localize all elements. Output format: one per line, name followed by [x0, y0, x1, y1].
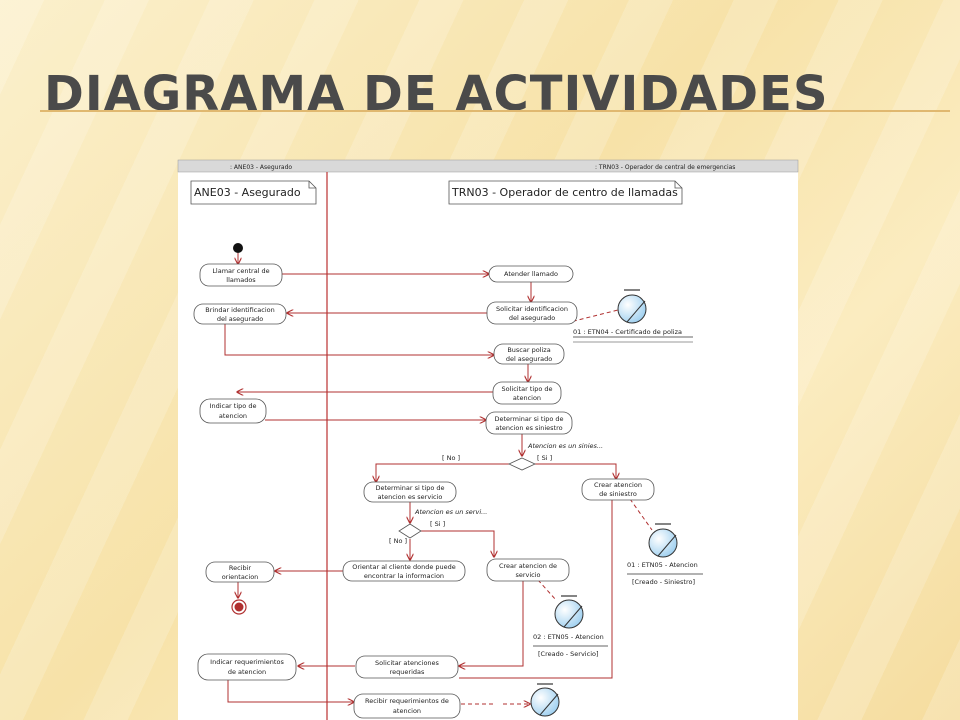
activity-solicitar-tipo: Solicitar tipo de atencion [492, 381, 562, 405]
guard-note-servicio: Atencion es un servi... [414, 508, 487, 516]
entity-name-1: 01 : ETN04 - Certificado de poliza [573, 328, 682, 336]
svg-text:Determinar si tipo de: Determinar si tipo de [376, 484, 445, 492]
title-underline [40, 110, 950, 112]
svg-text:atencion es servicio: atencion es servicio [378, 493, 443, 501]
svg-text:Buscar poliza: Buscar poliza [507, 346, 550, 354]
svg-text:orientacion: orientacion [222, 573, 259, 581]
svg-text:Determinar si tipo de: Determinar si tipo de [495, 415, 564, 423]
final-node [231, 599, 247, 615]
entity-partial [530, 683, 560, 717]
svg-text:Solicitar tipo de: Solicitar tipo de [501, 385, 552, 393]
diagram-canvas [178, 160, 798, 720]
svg-text:atencion: atencion [393, 707, 421, 715]
entity-atencion-siniestro: 01 : ETN05 - Atencion [Creado - Siniestr… [627, 523, 703, 586]
decision-siniestro [508, 457, 536, 471]
activity-recibir-requerimientos: Recibir requerimientos de atencion [353, 693, 461, 719]
slide-title: DIAGRAMA DE ACTIVIDADES [44, 66, 829, 122]
activity-recibir-orientacion: Recibir orientacion [205, 561, 275, 583]
lane-header-left: : ANE03 - Asegurado [230, 164, 292, 171]
lane-header-right: : TRN03 - Operador de central de emergen… [595, 164, 735, 171]
activity-indicar-requerimientos: Indicar requerimientos de atencion [197, 653, 297, 681]
svg-text:del asegurado: del asegurado [509, 314, 555, 322]
svg-text:de atencion: de atencion [228, 668, 266, 676]
entity-state-2: [Creado - Siniestro] [632, 578, 695, 586]
guard-no-2: [ No ] [389, 537, 407, 545]
activity-determinar-servicio: Determinar si tipo de atencion es servic… [363, 481, 457, 503]
svg-text:atencion: atencion [219, 412, 247, 420]
svg-text:Crear atencion de: Crear atencion de [499, 562, 557, 570]
svg-text:del asegurado: del asegurado [217, 315, 263, 323]
decision-servicio [398, 523, 422, 539]
activity-solicitar-atenciones: Solicitar atenciones requeridas [355, 655, 459, 679]
entity-name-2: 01 : ETN05 - Atencion [627, 561, 698, 569]
activity-solicitar-identificacion: Solicitar identificacion del asegurado [486, 301, 578, 325]
entity-atencion-servicio: 02 : ETN05 - Atencion [Creado - Servicio… [533, 595, 608, 658]
svg-text:de siniestro: de siniestro [599, 490, 637, 498]
activity-indicar-tipo: Indicar tipo de atencion [199, 398, 267, 424]
svg-text:Atender llamado: Atender llamado [504, 270, 558, 278]
svg-text:Solicitar atenciones: Solicitar atenciones [375, 659, 439, 667]
svg-text:atencion: atencion [513, 394, 541, 402]
note-left [190, 180, 317, 205]
svg-text:atencion es siniestro: atencion es siniestro [495, 424, 562, 432]
initial-node [233, 243, 243, 253]
activity-orientar-cliente: Orientar al cliente donde puede encontra… [342, 560, 466, 582]
activity-determinar-siniestro: Determinar si tipo de atencion es sinies… [485, 411, 573, 435]
activity-brindar-identificacion: Brindar identificacion del asegurado [193, 303, 287, 325]
note-right [448, 180, 683, 205]
guard-si-2: [ Si ] [430, 520, 445, 528]
svg-text:Orientar al cliente donde pued: Orientar al cliente donde puede [352, 563, 456, 571]
guard-note-siniestro: Atencion es un sinies... [527, 442, 603, 450]
svg-text:del asegurado: del asegurado [506, 355, 552, 363]
activity-crear-atencion-siniestro: Crear atencion de siniestro [581, 478, 655, 501]
svg-text:Indicar tipo de: Indicar tipo de [210, 402, 257, 410]
svg-text:requeridas: requeridas [390, 668, 425, 676]
guard-si-1: [ Si ] [537, 454, 552, 462]
activity-buscar-poliza: Buscar poliza del asegurado [493, 343, 565, 365]
entity-certificado-poliza: 01 : ETN04 - Certificado de poliza [573, 289, 693, 343]
activity-crear-atencion-servicio: Crear atencion de servicio [486, 558, 570, 582]
svg-text:llamados: llamados [226, 276, 256, 284]
entity-name-3: 02 : ETN05 - Atencion [533, 633, 604, 641]
svg-text:Indicar requerimientos: Indicar requerimientos [210, 658, 284, 666]
lane-name-right: TRN03 - Operador de centro de llamadas [451, 186, 678, 199]
svg-text:Brindar identificacion: Brindar identificacion [205, 306, 274, 314]
svg-text:Llamar central de: Llamar central de [212, 267, 269, 275]
lane-name-left: ANE03 - Asegurado [194, 186, 301, 199]
svg-text:encontrar la informacion: encontrar la informacion [364, 572, 444, 580]
entity-state-3: [Creado - Servicio] [538, 650, 599, 658]
activity-llamar-central: Llamar central de llamados [199, 263, 283, 287]
guard-no-1: [ No ] [442, 454, 460, 462]
svg-text:Crear atencion: Crear atencion [594, 481, 642, 489]
svg-text:Recibir: Recibir [229, 564, 252, 572]
svg-text:Recibir requerimientos de: Recibir requerimientos de [365, 697, 449, 705]
activity-atender-llamado: Atender llamado [488, 265, 574, 283]
edges [224, 253, 653, 704]
svg-text:servicio: servicio [515, 571, 540, 579]
svg-text:Solicitar identificacion: Solicitar identificacion [496, 305, 568, 313]
swimlane-header [177, 159, 799, 173]
